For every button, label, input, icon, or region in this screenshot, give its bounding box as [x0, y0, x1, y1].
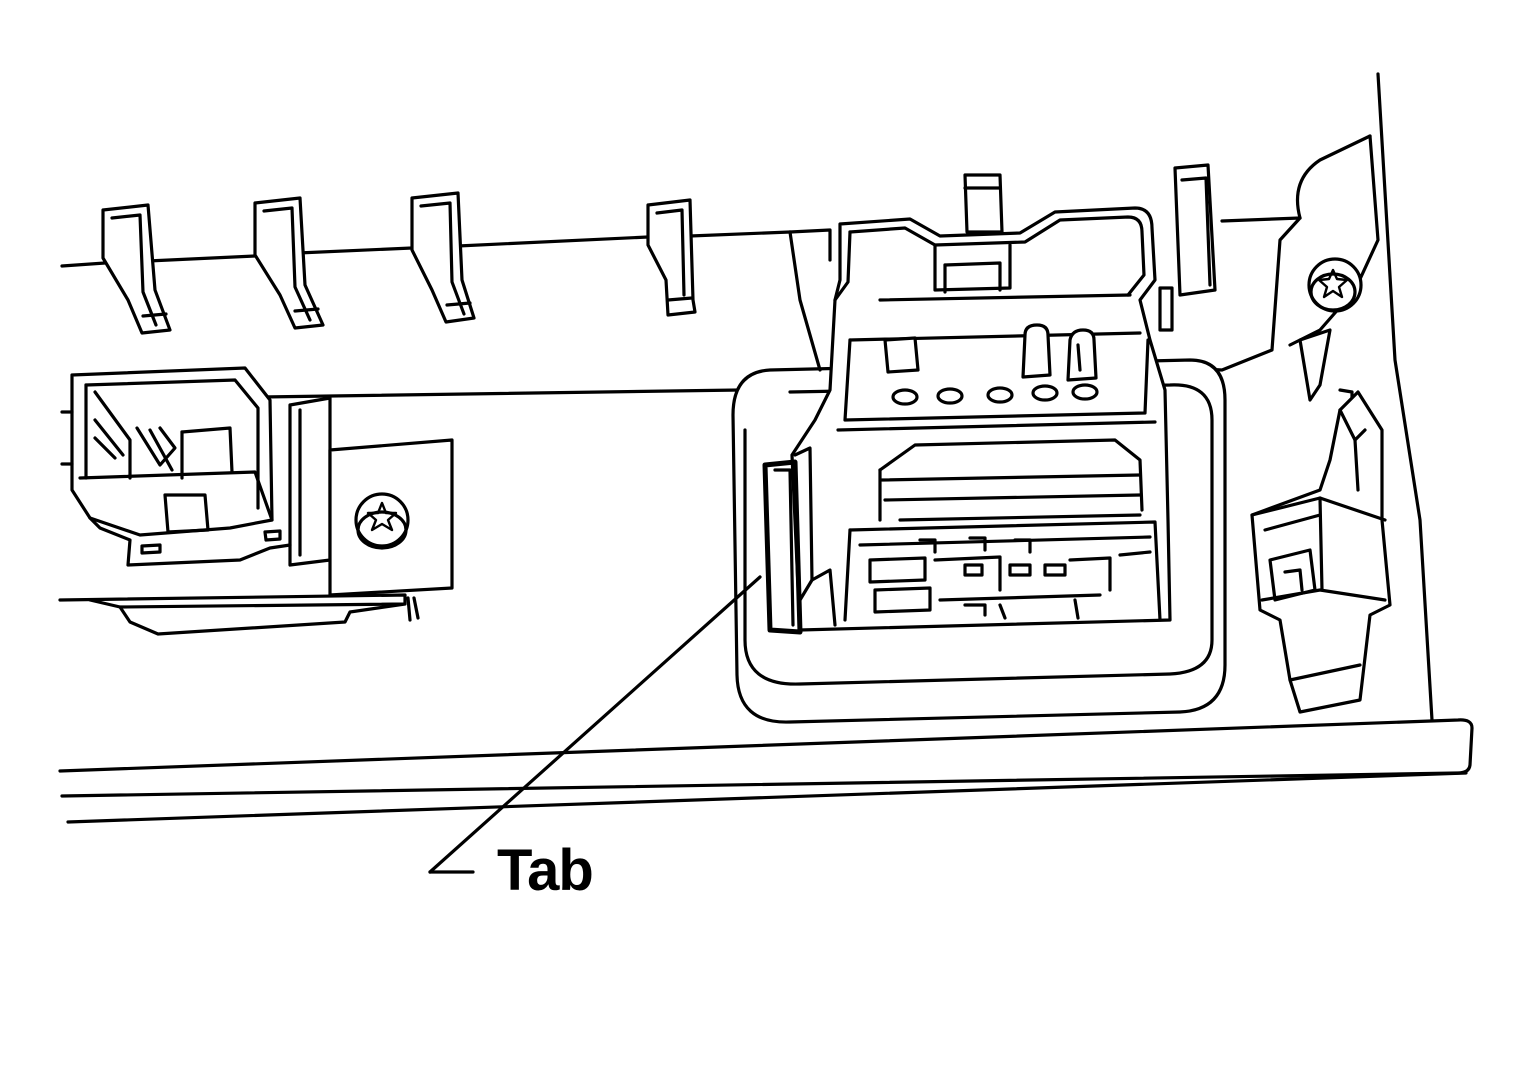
retaining-clip-2 — [253, 196, 325, 330]
panel-edge — [58, 593, 1474, 824]
retaining-clip-1 — [101, 203, 172, 335]
top-latch-tabs — [963, 163, 1217, 332]
retaining-clip-4 — [646, 198, 697, 317]
tab-callout-leader — [428, 575, 762, 874]
locking-tab — [762, 446, 837, 635]
retaining-clip-3 — [410, 191, 476, 324]
left-connector — [60, 366, 454, 597]
right-bracket-screw — [1307, 257, 1363, 313]
connector-face-cavities — [843, 513, 1162, 622]
connector-terminals — [883, 323, 1099, 406]
left-bracket-screw — [354, 492, 410, 550]
lower-pins — [406, 596, 420, 622]
right-side-connector — [1250, 328, 1392, 714]
tab-callout-label: Tab — [497, 838, 593, 903]
